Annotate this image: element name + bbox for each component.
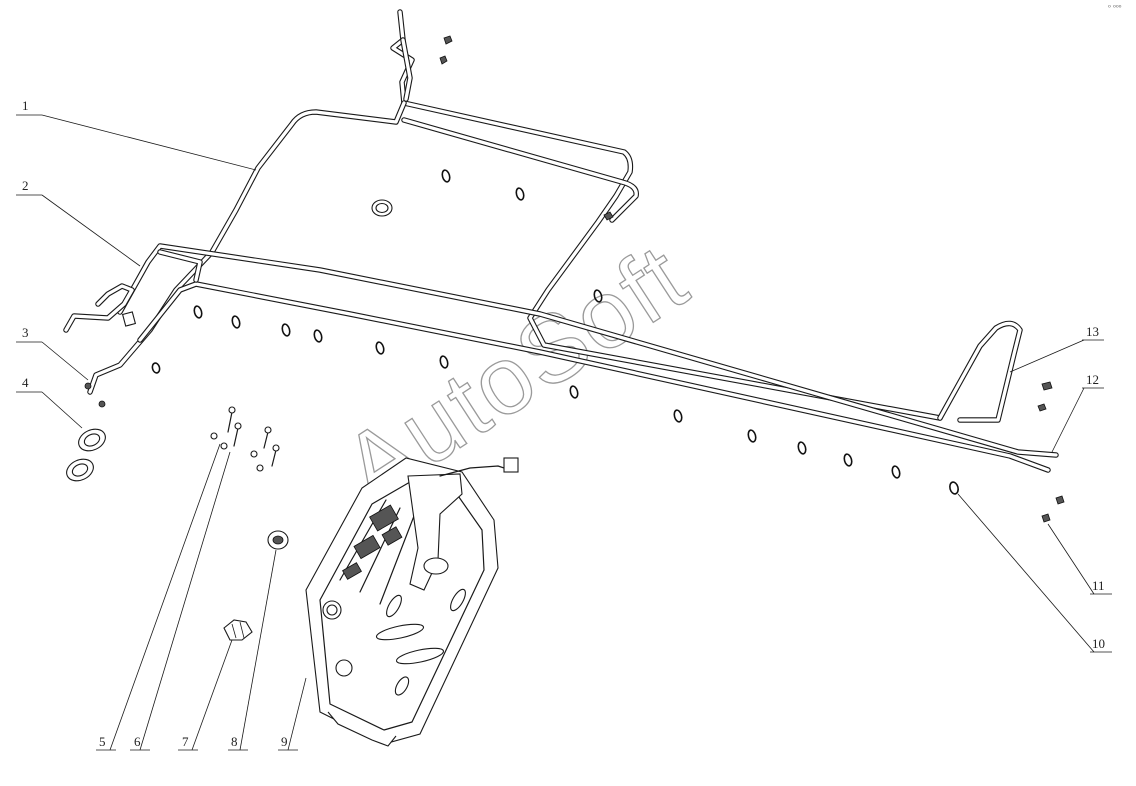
top-fasteners — [439, 35, 614, 221]
cap-8 — [267, 530, 289, 550]
callout-4: 4 — [22, 375, 29, 390]
callout-7: 7 — [182, 734, 189, 749]
callout-5: 5 — [99, 734, 106, 749]
callout-2: 2 — [22, 178, 29, 193]
callout-3: 3 — [22, 325, 29, 340]
pipe-assembly-2-12 — [63, 243, 1059, 473]
callout-12: 12 — [1086, 372, 1099, 387]
callout-9: 9 — [281, 734, 288, 749]
callout-10: 10 — [1092, 636, 1105, 651]
callout-13: 13 — [1086, 324, 1099, 339]
leader-lines — [16, 114, 1112, 751]
grommets-4 — [66, 428, 106, 482]
callout-1: 1 — [22, 98, 29, 113]
clips-3 — [84, 382, 106, 408]
bolts-5-6 — [210, 406, 280, 472]
callout-11: 11 — [1092, 578, 1105, 593]
callout-6: 6 — [134, 734, 141, 749]
pipe-clips — [151, 169, 959, 495]
fasteners-11 — [1037, 381, 1065, 523]
corner-mark: ⁰ ⁰⁰⁰ — [1108, 4, 1122, 12]
tank-module-9 — [305, 457, 519, 747]
bushing-7 — [223, 619, 253, 641]
pipe-13 — [937, 320, 1023, 423]
callout-8: 8 — [231, 734, 238, 749]
callout-numbers: 1 2 3 4 5 6 7 8 9 10 11 12 13 — [22, 98, 1105, 749]
pipe-assembly-1 — [87, 9, 943, 421]
